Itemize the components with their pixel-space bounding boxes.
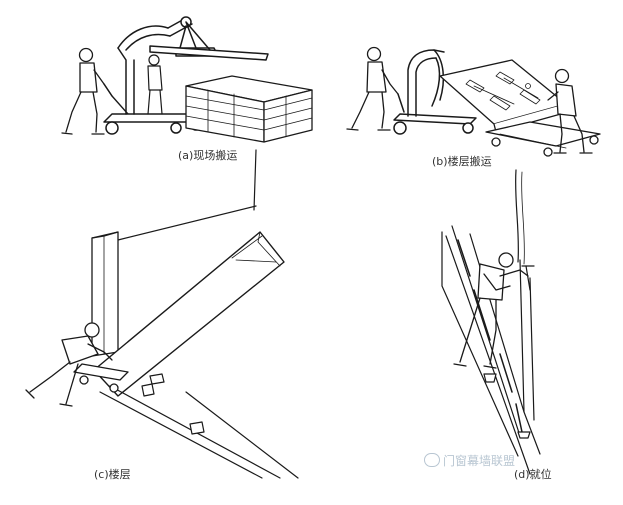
- mullion-d: [457, 239, 523, 433]
- worker-d: [453, 252, 529, 369]
- worker-c: [25, 322, 113, 407]
- caption-c: (c)楼层: [94, 468, 131, 481]
- worker-b: [346, 46, 399, 131]
- crane-b: [393, 49, 477, 135]
- caption-d: (d)就位: [514, 468, 552, 481]
- caption-a: (a)现场搬运: [178, 149, 238, 162]
- glass-crate-a: [185, 75, 313, 143]
- tool-d: [483, 265, 535, 439]
- watermark: 门窗幕墙联盟: [424, 452, 515, 469]
- watermark-text: 门窗幕墙联盟: [443, 454, 516, 468]
- panel-d-positioning: [441, 169, 541, 475]
- trolley-b: [485, 121, 601, 157]
- panel-c-floor: [25, 149, 299, 479]
- panel-b-floor-handling: [346, 46, 601, 157]
- panel-a-site-handling: [61, 16, 313, 143]
- trolley-c: [73, 363, 129, 393]
- wechat-icon: [424, 453, 440, 467]
- support-blocks-c: [141, 373, 205, 435]
- worker-a2: [147, 54, 163, 115]
- column-c: [91, 231, 119, 357]
- frame-d: [441, 169, 541, 475]
- caption-b: (b)楼层搬运: [432, 155, 492, 168]
- worker-b2: [547, 68, 593, 154]
